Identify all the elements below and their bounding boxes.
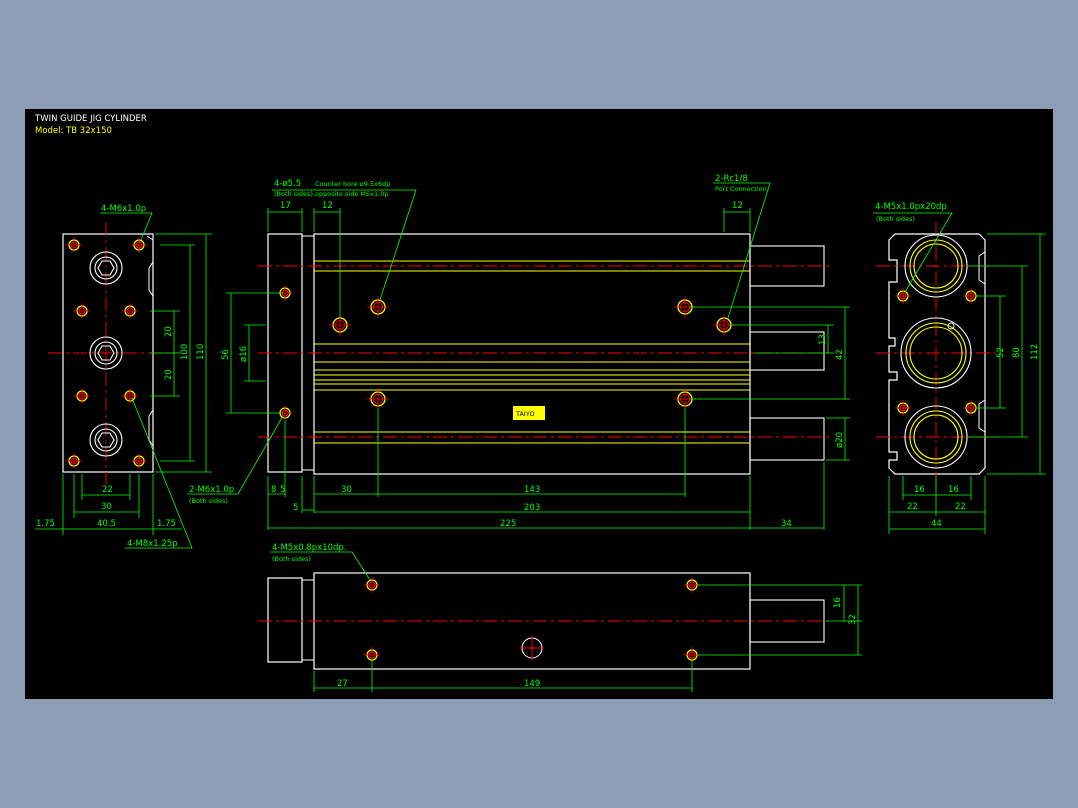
dim-16-bottom: 16 [833,597,843,608]
dim-22a: 22 [907,502,918,512]
callout-m5-bottom-1: 4-M5x0.8px10dp. [272,543,347,553]
callout-port-1: 2-Rc1/8 [715,174,748,184]
cad-viewport[interactable]: TWIN GUIDE JIG CYLINDER Model: TB 32x150 [25,109,1053,699]
callout-counterbore-3: (Both sides),opposite side M5x1.0p [274,190,388,198]
dim-30-front: 30 [341,485,352,495]
dim-22: 22 [102,485,113,495]
dim-42: 42 [835,349,845,360]
cad-drawing: TWIN GUIDE JIG CYLINDER Model: TB 32x150 [34,114,1046,692]
left-end-view: 4-M6x1.0p 20 20 100 110 22 30 40.5 1.75 … [35,204,212,549]
dim-20a: 20 [164,326,174,337]
callout-m6-side-2: (Both sides) [189,497,228,505]
dim-8: 8 [271,485,276,495]
dim-112: 112 [1030,344,1040,360]
callout-m5-bottom-2: (Both sides) [272,555,311,563]
dim-149: 149 [524,679,540,689]
callout-m6-side-1: 2-M6x1.0p [189,485,234,495]
dim-22b: 22 [955,502,966,512]
dim-80: 80 [1012,347,1022,358]
dim-17: 17 [280,201,291,211]
dim-203: 203 [524,503,540,513]
dim-12a: 12 [322,201,333,211]
callout-m5-right-1: 4-M5x1.0px20dp [875,202,947,212]
dim-56: 56 [221,349,231,360]
dim-34: 34 [781,519,792,529]
dim-13: 13 [818,334,828,345]
callout-counterbore-1: 4-ø5.5 [274,179,301,189]
callout-port-2: Port Connection [715,185,767,193]
dim-100: 100 [180,344,190,360]
front-view: TAIYO [187,174,850,530]
dim-5a: 5 [280,485,285,495]
callout-m6-top: 4-M6x1.0p [101,204,146,214]
dim-5b: 5 [293,503,298,513]
dim-40-5: 40.5 [97,519,116,529]
dim-16: ø16 [239,346,249,362]
dim-1-75a: 1.75 [36,519,55,529]
right-end-view: 4-M5x1.0px20dp (Both sides) 52 80 112 16… [873,202,1046,534]
dim-52: 52 [996,347,1006,358]
dim-16a: 16 [914,485,925,495]
bottom-view: 4-M5x0.8px10dp. (Both sides) 16 32 27 14… [258,543,862,692]
drawing-title: TWIN GUIDE JIG CYLINDER [34,114,147,124]
dim-20-dia: ø20 [835,432,845,448]
dim-27: 27 [337,679,348,689]
dim-30: 30 [101,502,112,512]
dim-12b: 12 [732,201,743,211]
dim-16b: 16 [948,485,959,495]
dim-225: 225 [500,519,516,529]
dim-32: 32 [848,614,858,625]
drawing-model: Model: TB 32x150 [35,126,112,136]
callout-m5-right-2: (Both sides) [876,215,915,223]
dim-44: 44 [931,519,942,529]
dim-110: 110 [196,344,206,360]
callout-m8-bottom: 4-M8x1.25p [127,539,178,549]
nameplate-label: TAIYO [515,410,535,418]
dim-20b: 20 [164,369,174,380]
callout-counterbore-2: Counter bore ø9.5x6dp [315,180,390,188]
dim-143: 143 [524,485,540,495]
dim-1-75b: 1.75 [157,519,176,529]
